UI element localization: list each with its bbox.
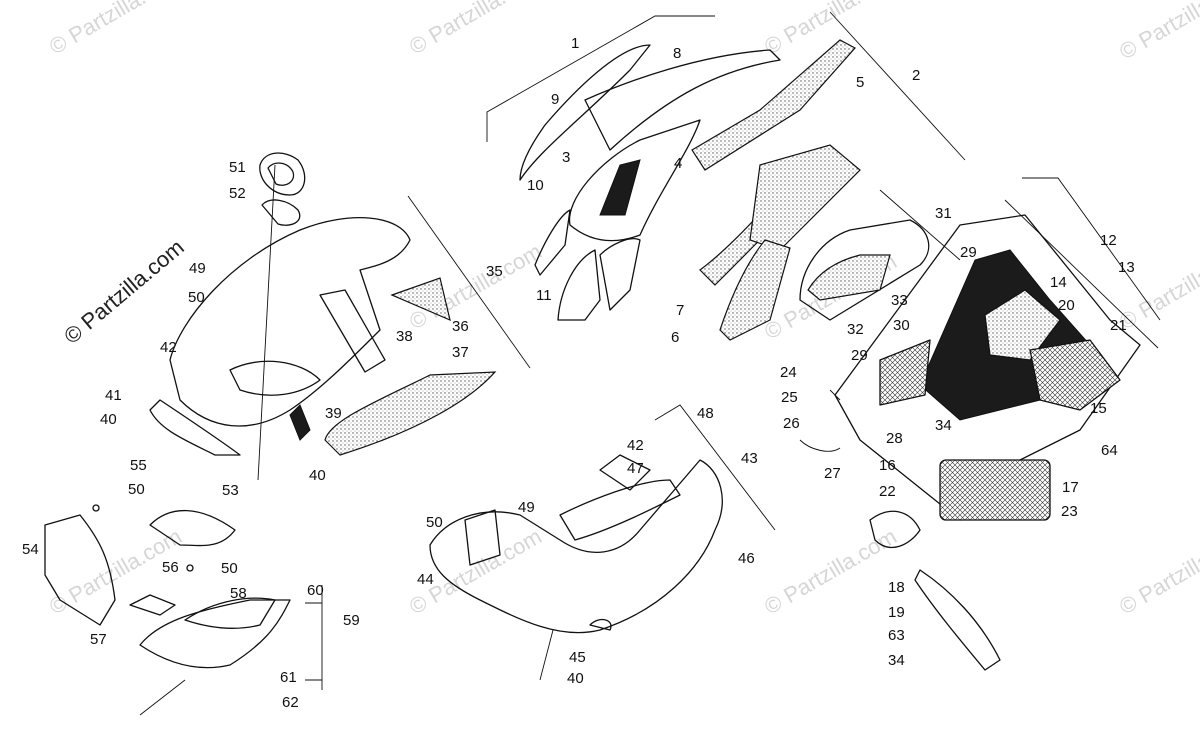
- callout-34: 34: [935, 417, 952, 434]
- callout-61: 61: [280, 669, 297, 686]
- callout-22: 22: [879, 483, 896, 500]
- callout-49: 49: [189, 260, 206, 277]
- callout-40: 40: [567, 670, 584, 687]
- callout-63: 63: [888, 627, 905, 644]
- callout-35: 35: [486, 263, 503, 280]
- callout-37: 37: [452, 344, 469, 361]
- callout-24: 24: [780, 364, 797, 381]
- callout-43: 43: [741, 450, 758, 467]
- callout-41: 41: [105, 387, 122, 404]
- callout-50: 50: [188, 289, 205, 306]
- callout-50: 50: [221, 560, 238, 577]
- callout-49: 49: [518, 499, 535, 516]
- callout-42: 42: [160, 339, 177, 356]
- callout-58: 58: [230, 585, 247, 602]
- callout-55: 55: [130, 457, 147, 474]
- callout-32: 32: [847, 321, 864, 338]
- callout-48: 48: [697, 405, 714, 422]
- callout-5: 5: [856, 74, 864, 91]
- callout-52: 52: [229, 185, 246, 202]
- callout-8: 8: [673, 45, 681, 62]
- callout-23: 23: [1061, 503, 1078, 520]
- callout-40: 40: [309, 467, 326, 484]
- watermark: © Partzilla.com: [1115, 0, 1200, 64]
- callout-7: 7: [676, 302, 684, 319]
- callout-2: 2: [912, 67, 920, 84]
- callout-47: 47: [627, 460, 644, 477]
- callout-42: 42: [627, 437, 644, 454]
- callout-29: 29: [851, 347, 868, 364]
- callout-3: 3: [562, 149, 570, 166]
- belly-pan-assembly: [429, 404, 776, 681]
- callout-53: 53: [222, 482, 239, 499]
- callout-30: 30: [893, 317, 910, 334]
- callout-56: 56: [162, 559, 179, 576]
- callout-29: 29: [960, 244, 977, 261]
- callout-9: 9: [551, 91, 559, 108]
- watermark: © Partzilla.com: [45, 0, 186, 59]
- callout-39: 39: [325, 405, 342, 422]
- watermark: © Partzilla.com: [1115, 524, 1200, 620]
- callout-10: 10: [527, 177, 544, 194]
- callout-11: 11: [536, 287, 552, 304]
- callout-19: 19: [888, 604, 905, 621]
- callout-51: 51: [229, 159, 246, 176]
- callout-27: 27: [824, 465, 841, 482]
- callout-59: 59: [343, 612, 360, 629]
- watermark: © Partzilla.com: [760, 524, 901, 620]
- callout-17: 17: [1062, 479, 1079, 496]
- callout-4: 4: [674, 155, 682, 172]
- callout-26: 26: [783, 415, 800, 432]
- callout-1: 1: [571, 35, 579, 52]
- callout-40: 40: [100, 411, 117, 428]
- callout-33: 33: [891, 292, 908, 309]
- callout-38: 38: [396, 328, 413, 345]
- callout-21: 21: [1110, 317, 1127, 334]
- side-panel-assembly: [44, 504, 323, 716]
- callout-64: 64: [1101, 442, 1118, 459]
- callout-18: 18: [888, 579, 905, 596]
- callout-15: 15: [1090, 400, 1107, 417]
- callout-46: 46: [738, 550, 755, 567]
- windshield-assembly: [486, 11, 966, 341]
- callout-31: 31: [935, 205, 952, 222]
- callout-45: 45: [569, 649, 586, 666]
- callout-50: 50: [426, 514, 443, 531]
- callout-6: 6: [671, 329, 679, 346]
- watermark: © Partzilla.com: [1115, 239, 1200, 335]
- callout-25: 25: [781, 389, 798, 406]
- watermark: © Partzilla.com: [405, 0, 546, 59]
- callout-12: 12: [1100, 232, 1117, 249]
- callout-16: 16: [879, 457, 896, 474]
- callout-60: 60: [307, 582, 324, 599]
- callout-57: 57: [90, 631, 107, 648]
- callout-13: 13: [1118, 259, 1135, 276]
- callout-34: 34: [888, 652, 905, 669]
- callout-44: 44: [417, 571, 434, 588]
- callout-36: 36: [452, 318, 469, 335]
- callout-20: 20: [1058, 297, 1075, 314]
- callout-28: 28: [886, 430, 903, 447]
- hood-assembly: [149, 152, 531, 481]
- callout-14: 14: [1050, 274, 1067, 291]
- bumper-grille-assembly: [799, 177, 1161, 671]
- callout-62: 62: [282, 694, 299, 711]
- callout-54: 54: [22, 541, 39, 558]
- brand-watermark: © Partzilla.com: [59, 234, 189, 348]
- callout-50: 50: [128, 481, 145, 498]
